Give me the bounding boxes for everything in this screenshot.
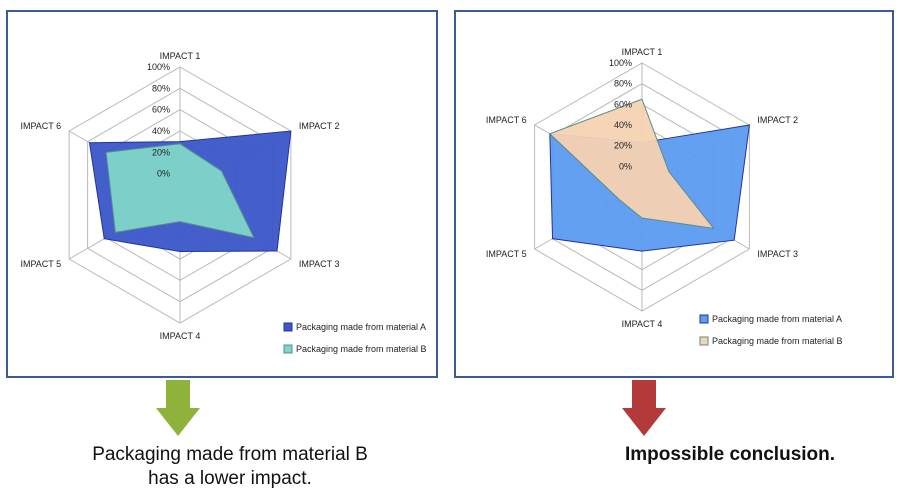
legend-label: Packaging made from material A	[712, 314, 842, 324]
legend-swatch	[699, 336, 709, 346]
tick-label: 0%	[157, 169, 170, 179]
legend-swatch	[283, 344, 293, 354]
radar-chart-left: 0% 20% 40% 60% 80% 100%IMPACT 1 IMPACT 2 IMPACT…	[20, 51, 427, 354]
conclusion-left-line1: Packaging made from material B	[92, 444, 368, 465]
axis-label: IMPACT 3	[757, 249, 798, 259]
legend-swatch	[283, 322, 293, 332]
tick-label: 40%	[152, 126, 170, 136]
legend-swatch	[699, 314, 709, 324]
tick-label: 0%	[619, 161, 632, 171]
axis-label: IMPACT 1	[622, 47, 663, 57]
tick-label: 60%	[152, 105, 170, 115]
axis-label: IMPACT 6	[20, 121, 61, 131]
tick-label: 80%	[614, 79, 632, 89]
conclusion-left: Packaging made from material B has a low…	[40, 443, 420, 491]
legend-label: Packaging made from material B	[296, 344, 427, 354]
tick-label: 100%	[147, 62, 170, 72]
series-area-b	[105, 143, 255, 239]
axis-label: IMPACT 2	[299, 121, 340, 131]
legend-label: Packaging made from material B	[712, 336, 843, 346]
tick-label: 20%	[152, 147, 170, 157]
axis-label: IMPACT 3	[299, 259, 340, 269]
axis-label: IMPACT 6	[486, 115, 527, 125]
tick-label: 100%	[609, 58, 632, 68]
tick-label: 40%	[614, 120, 632, 130]
radar-chart-right: 0% 20% 40% 60% 80% 100%IMPACT 1 IMPACT 2 IMPACT…	[486, 47, 843, 346]
legend-label: Packaging made from material A	[296, 322, 426, 332]
radar-panel-left: 0% 20% 40% 60% 80% 100%IMPACT 1 IMPACT 2 IMPACT…	[6, 10, 438, 378]
axis-label: IMPACT 4	[160, 331, 201, 341]
tick-label: 60%	[614, 99, 632, 109]
series-area-b	[548, 98, 715, 230]
conclusion-left-line2: has a lower impact.	[148, 468, 312, 489]
axis-label: IMPACT 4	[622, 319, 663, 329]
axis-label: IMPACT 1	[160, 51, 201, 61]
down-arrow-icon-green	[156, 380, 200, 436]
down-arrow-icon-red	[622, 380, 666, 436]
conclusion-right: Impossible conclusion.	[624, 444, 836, 465]
axis-label: IMPACT 5	[20, 259, 61, 269]
tick-label: 80%	[152, 83, 170, 93]
axis-label: IMPACT 2	[757, 115, 798, 125]
tick-label: 20%	[614, 141, 632, 151]
radar-panel-right: 0% 20% 40% 60% 80% 100%IMPACT 1 IMPACT 2 IMPACT…	[454, 10, 894, 378]
axis-label: IMPACT 5	[486, 249, 527, 259]
